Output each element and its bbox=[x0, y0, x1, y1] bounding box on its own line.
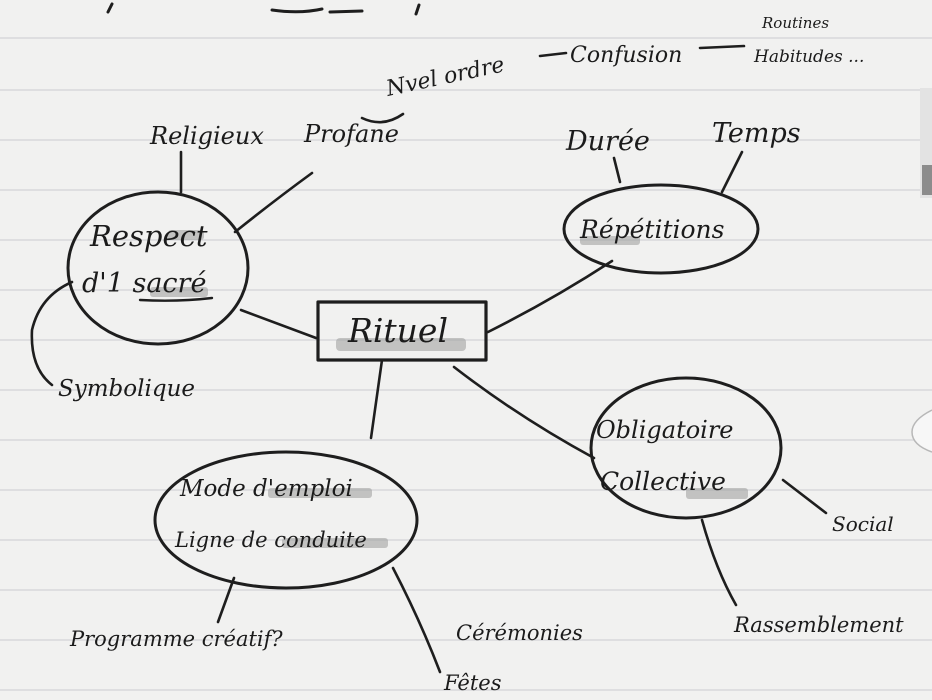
node-mode-line1: Mode d'emploi bbox=[179, 476, 353, 502]
node-respect-line1: Respect bbox=[89, 219, 208, 253]
branch-religieux: Religieux bbox=[149, 122, 264, 150]
node-obligatoire-line1: Obligatoire bbox=[596, 416, 734, 444]
branch-rassemblement: Rassemblement bbox=[733, 613, 904, 637]
top-edge-strokes bbox=[106, 2, 421, 16]
node-repetitions-label: Répétitions bbox=[579, 215, 724, 244]
center-node: Rituel bbox=[316, 300, 488, 362]
node-respect: Respect d'1 sacré bbox=[66, 190, 250, 346]
node-obligatoire-line2: Collective bbox=[600, 467, 726, 496]
node-mode: Mode d'emploi Ligne de conduite bbox=[153, 450, 419, 590]
center-node-label: Rituel bbox=[347, 311, 448, 350]
branch-temps: Temps bbox=[712, 118, 801, 149]
highlights bbox=[150, 230, 748, 548]
branch-labels: Religieux Profane Nvel ordre Confusion R… bbox=[58, 14, 904, 695]
connectors bbox=[30, 44, 828, 674]
branch-symbolique: Symbolique bbox=[58, 376, 195, 402]
branch-habitudes: Habitudes ... bbox=[753, 47, 864, 67]
branch-duree: Durée bbox=[565, 126, 650, 157]
node-mode-line2: Ligne de conduite bbox=[174, 528, 367, 552]
branch-routines: Routines bbox=[761, 14, 829, 32]
branch-ceremonies: Cérémonies bbox=[456, 621, 583, 645]
branch-confusion: Confusion bbox=[570, 43, 682, 68]
node-respect-line2: d'1 sacré bbox=[82, 268, 206, 299]
branch-social: Social bbox=[832, 512, 894, 536]
page-edge bbox=[911, 88, 932, 453]
node-obligatoire: Obligatoire Collective bbox=[589, 376, 783, 520]
branch-programme: Programme créatif? bbox=[69, 627, 283, 651]
branch-profane: Profane bbox=[303, 120, 399, 148]
node-repetitions: Répétitions bbox=[562, 183, 760, 275]
branch-fetes: Fêtes bbox=[443, 671, 502, 695]
branch-nvel-ordre: Nvel ordre bbox=[383, 52, 507, 102]
